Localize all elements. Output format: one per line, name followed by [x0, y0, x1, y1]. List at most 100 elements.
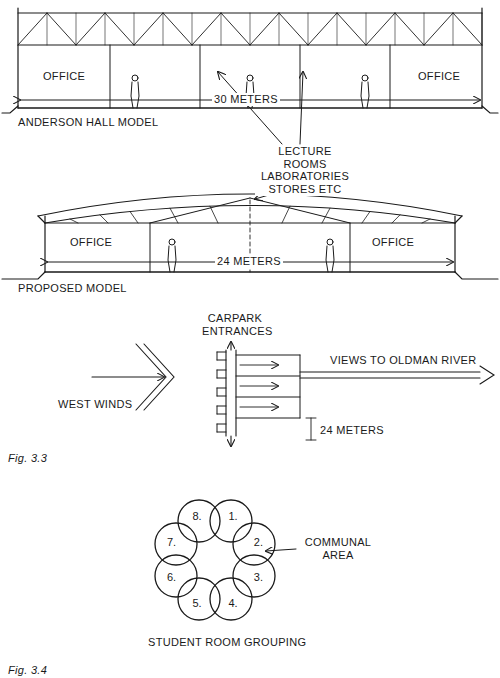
sketch-stroke	[453, 13, 482, 45]
figure-head	[247, 75, 253, 81]
sketch-stroke	[168, 246, 176, 272]
sketch-stroke	[362, 212, 370, 224]
sketch-stroke	[192, 13, 193, 45]
sketch-stroke	[395, 13, 396, 45]
room-number: 6.	[167, 572, 176, 583]
sketch-stroke	[217, 352, 226, 360]
sketch-stroke	[453, 13, 454, 45]
student-room-circle: 6.	[153, 553, 199, 599]
sketch-stroke	[105, 13, 134, 45]
sketch-stroke	[221, 13, 222, 45]
annotation-label: ANDERSON HALL MODEL	[18, 116, 158, 129]
annotation-label: STUDENT ROOM GROUPING	[148, 636, 306, 649]
leader-line	[266, 549, 296, 551]
sketch-stroke	[236, 418, 300, 419]
site-plan	[92, 342, 494, 446]
annotation-label: OFFICE	[70, 236, 112, 249]
annotation-label: PROPOSED MODEL	[18, 282, 127, 295]
sketch-stroke	[236, 376, 300, 377]
room-number: 5.	[192, 598, 201, 609]
sketch-stroke	[217, 388, 226, 396]
proposed-section	[2, 194, 498, 279]
sketch-stroke	[308, 13, 337, 45]
sketch-stroke	[337, 13, 338, 45]
sketch-stroke	[76, 13, 105, 45]
sketch-stroke	[47, 13, 76, 45]
annotation-label: OFFICE	[43, 70, 85, 83]
sketch-stroke	[163, 13, 192, 45]
student-room-circle: 5.	[176, 576, 222, 622]
sketch-stroke	[217, 406, 226, 414]
sketch-stroke	[337, 13, 366, 45]
sketch-stroke	[422, 219, 430, 223]
human-figures	[131, 75, 369, 272]
sketch-stroke	[221, 13, 250, 45]
room-number: 4.	[228, 598, 237, 609]
sketch-stroke	[236, 355, 300, 356]
sketch-stroke	[392, 215, 400, 223]
sketch-stroke	[47, 13, 48, 45]
student-room-circle: 7.	[153, 521, 199, 567]
sketch-stroke	[279, 13, 308, 45]
sketch-stroke	[70, 219, 78, 223]
flow-arrow	[240, 386, 278, 387]
figure-head	[132, 75, 138, 81]
sketch-stroke	[366, 13, 395, 45]
sketch-stroke	[282, 206, 290, 223]
sketch-stroke	[482, 13, 483, 45]
sketch-stroke	[217, 424, 226, 432]
circle-outline	[231, 553, 277, 599]
figure-head	[169, 239, 175, 245]
annotation-label: LECTURE ROOMS LABORATORIES STORES ETC	[255, 145, 355, 196]
sketch-stroke	[308, 13, 309, 45]
sketch-stroke	[105, 13, 106, 45]
annotation-label: 24 METERS	[215, 255, 283, 268]
annotation-label: 30 METERS	[212, 93, 280, 106]
student-room-circle: 4.	[208, 576, 254, 622]
sketch-stroke	[192, 13, 221, 45]
annotation-label: CARPARK ENTRANCES	[200, 312, 270, 337]
student-room-circle: 8.	[176, 498, 222, 544]
sketch-stroke	[366, 13, 367, 45]
annotation-label: COMMUNAL AREA	[300, 536, 376, 561]
annotation-label: OFFICE	[418, 70, 460, 83]
flow-arrow	[240, 407, 278, 408]
room-number: 7.	[167, 537, 176, 548]
room-number: 3.	[254, 572, 263, 583]
sketch-stroke	[322, 208, 330, 223]
sketch-stroke	[300, 355, 301, 418]
figure-head	[362, 75, 368, 81]
circle-outline	[153, 553, 199, 599]
circle-outline	[231, 521, 277, 567]
sketch-stroke	[130, 212, 138, 224]
student-room-circle: 2.	[231, 521, 277, 567]
room-number: 2.	[254, 537, 263, 548]
sketch-stroke	[100, 215, 108, 223]
sketch-stroke	[424, 13, 425, 45]
sketch-stroke	[326, 246, 334, 272]
student-room-circle: 1.	[208, 498, 254, 544]
figure-number: Fig. 3.3	[8, 452, 47, 465]
sketch-stroke	[236, 397, 300, 398]
student-room-circle: 3.	[231, 553, 277, 599]
sketch-stroke	[217, 370, 226, 378]
sketch-stroke	[395, 13, 424, 45]
sketch-stroke	[250, 13, 279, 45]
figure-head	[327, 239, 333, 245]
circle-outline	[153, 521, 199, 567]
sketch-stroke	[170, 208, 178, 223]
annotation-label: VIEWS TO OLDMAN RIVER	[330, 354, 476, 367]
sketch-stroke	[210, 206, 218, 223]
annotation-label: OFFICE	[372, 236, 414, 249]
sketch-stroke	[424, 13, 453, 45]
sketch-stroke	[18, 13, 47, 45]
figure-number: Fig. 3.4	[8, 664, 47, 677]
sketch-stroke	[250, 13, 251, 45]
room-number: 1.	[228, 511, 237, 522]
sketch-stroke	[76, 13, 77, 45]
sketch-stroke	[134, 13, 163, 45]
annotation-label: 24 METERS	[320, 424, 384, 437]
anderson-section	[2, 8, 498, 199]
room-number: 8.	[192, 511, 201, 522]
